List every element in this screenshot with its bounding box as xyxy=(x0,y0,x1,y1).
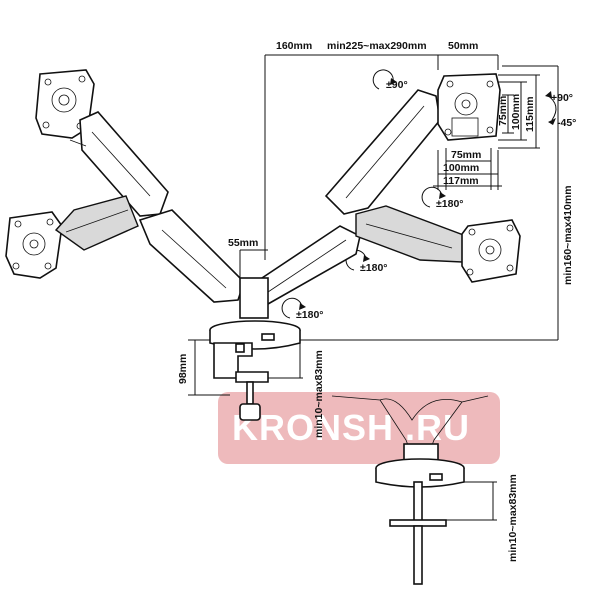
swivel-90-indicator: ±90° xyxy=(372,69,408,91)
dimension-lines xyxy=(188,54,559,521)
rotate-180-upper-indicator: ±180° xyxy=(421,186,463,210)
dim-55mm: 55mm xyxy=(228,237,258,249)
dim-75mm-horizontal: 75mm xyxy=(451,149,481,161)
desk-clamp xyxy=(213,342,269,421)
watermark: KRONSH .RU xyxy=(218,392,500,464)
vesa-plate-top-right xyxy=(437,73,501,141)
dim-100mm-vertical: 100mm xyxy=(510,94,522,130)
tilt-indicator: +90° -45° xyxy=(545,91,576,129)
left-horizontal-arm xyxy=(138,209,245,303)
tilt-up-label: +90° xyxy=(551,92,573,104)
dim-100mm-horizontal: 100mm xyxy=(443,162,479,174)
dim-clamp-range-small: min10~max83mm xyxy=(507,474,519,562)
svg-text:±180°: ±180° xyxy=(360,262,387,274)
watermark-text: KRONSH .RU xyxy=(232,407,470,448)
dim-160-410mm: min160~max410mm xyxy=(562,185,574,285)
dimension-labels: 160mm min225~max290mm 50mm 75mm 100mm 11… xyxy=(177,40,574,562)
dim-160mm: 160mm xyxy=(276,40,312,52)
dim-50mm: 50mm xyxy=(448,40,478,52)
dim-225-290mm: min225~max290mm xyxy=(327,40,427,52)
right-upper-arm xyxy=(324,89,441,215)
svg-text:±90°: ±90° xyxy=(386,79,408,91)
svg-text:±180°: ±180° xyxy=(296,309,323,321)
dim-115mm-vertical: 115mm xyxy=(524,96,536,132)
svg-text:±180°: ±180° xyxy=(436,198,463,210)
rotate-180-base-indicator: ±180° xyxy=(281,297,323,321)
right-lower-arm xyxy=(355,205,467,263)
dim-clamp-range-main: min10~max83mm xyxy=(313,350,325,438)
tilt-down-label: -45° xyxy=(557,117,576,129)
inset-clamp-drawing xyxy=(331,395,489,585)
main-mount-drawing xyxy=(5,69,521,421)
vesa-plate-left-lower xyxy=(5,211,63,279)
left-lower-arm xyxy=(54,195,139,251)
dim-75mm-vertical: 75mm xyxy=(497,96,509,126)
dim-117mm-horizontal: 117mm xyxy=(443,175,479,187)
dim-98mm: 98mm xyxy=(177,354,189,384)
vesa-plate-right-lower xyxy=(461,219,521,283)
